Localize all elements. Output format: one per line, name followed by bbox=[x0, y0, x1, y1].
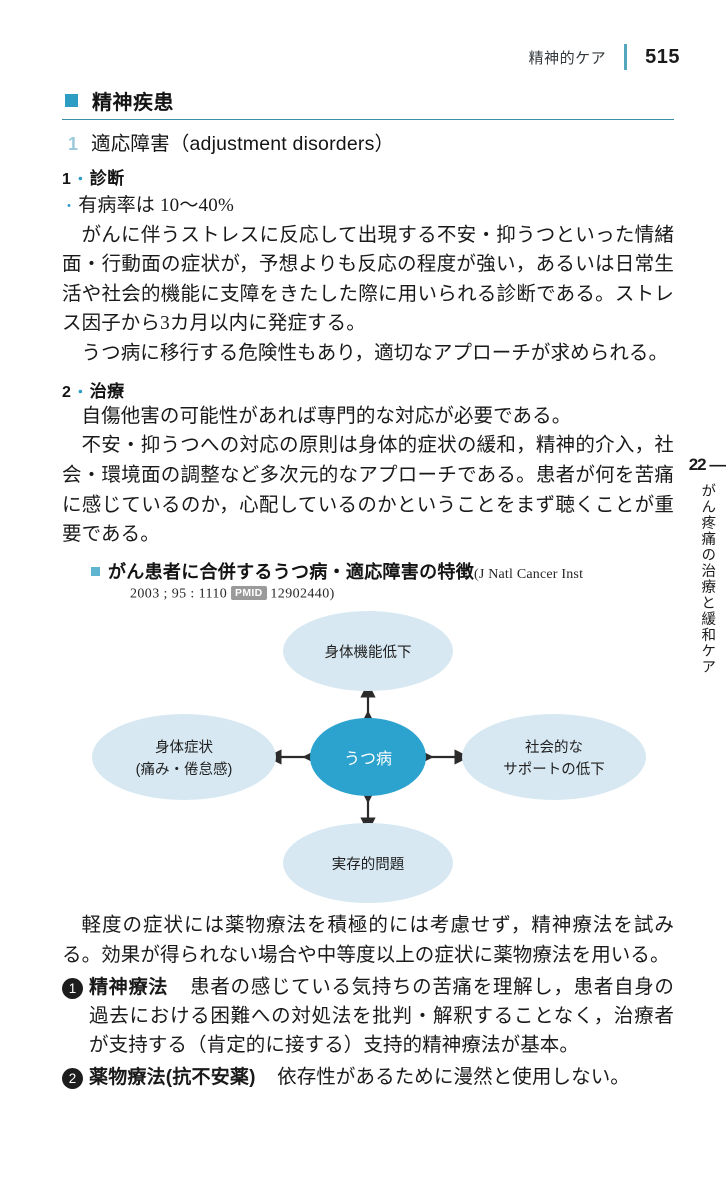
subsection-title: 適応障害（adjustment disorders） bbox=[91, 133, 395, 155]
diagram-node-top: 身体機能低下 bbox=[283, 611, 453, 692]
diagram-node-right: 社会的な サポートの低下 bbox=[462, 714, 646, 801]
diagnosis-paragraph-2: うつ病に移行する危険性もあり，適切なアプローチが求められる。 bbox=[81, 343, 669, 364]
running-head-title: 精神的ケア bbox=[528, 49, 607, 67]
node-top-label: 身体機能低下 bbox=[325, 644, 412, 661]
diagnosis-bullet-text: 有病率は 10〜40% bbox=[78, 195, 234, 216]
list-marker-2: 2 bbox=[62, 1067, 83, 1089]
node-center-label: うつ病 bbox=[344, 750, 392, 768]
pmid-value: 12902440) bbox=[270, 586, 335, 602]
list-item-2-lead: 薬物療法(抗不安薬) bbox=[89, 1066, 256, 1088]
page-content: 精神疾患 1 適応障害（adjustment disorders） 1・診断 ・… bbox=[62, 86, 674, 1092]
heading-diagnosis-dot: ・ bbox=[73, 171, 88, 187]
diagnosis-bullet: ・有病率は 10〜40% bbox=[62, 192, 674, 221]
list-item-1-text: 患者の感じている気持ちの苦痛を理解し，患者自身の過去における困難への対処法を批判… bbox=[89, 976, 674, 1057]
node-left-label-line2: (痛み・倦怠感) bbox=[136, 761, 233, 778]
closing-paragraph: 軽度の症状には薬物療法を積極的には考慮せず，精神療法を試みる。効果が得られない場… bbox=[62, 915, 674, 966]
node-left-label-line1: 身体症状 bbox=[155, 739, 213, 756]
heading-treatment-dot: ・ bbox=[73, 383, 88, 400]
side-chapter-name: がん疼痛の治療と緩和ケア bbox=[699, 483, 716, 675]
figure-bullet-square-icon bbox=[91, 566, 100, 576]
section-title: 精神疾患 bbox=[92, 92, 174, 114]
heading-treatment-number: 2 bbox=[62, 383, 72, 401]
depression-factors-diagram: 身体機能低下 身体症状 (痛み・倦怠感) 社会的な サポートの低下 実存的問題 bbox=[62, 606, 674, 911]
treatment-paragraph-1: 自傷他害の可能性があれば専門的な対応が必要である。 bbox=[81, 405, 572, 427]
section-square-icon bbox=[65, 94, 78, 107]
node-bottom-label: 実存的問題 bbox=[332, 856, 405, 873]
page-header: 精神的ケア 515 bbox=[529, 42, 680, 72]
diagnosis-paragraph-1: がんに伴うストレスに反応して出現する不安・抑うつといった情緒面・行動面の症状が，… bbox=[62, 224, 674, 335]
heading-diagnosis-number: 1 bbox=[62, 171, 72, 188]
diagram-node-left: 身体症状 (痛み・倦怠感) bbox=[92, 714, 276, 801]
list-item: 1 精神療法患者の感じている気持ちの苦痛を理解し，患者自身の過去における困難への… bbox=[62, 973, 674, 1061]
heading-treatment-label: 治療 bbox=[89, 381, 125, 401]
figure-caption-title: がん患者に合併するうつ病・適応障害の特徴 bbox=[108, 561, 474, 582]
section-header: 精神疾患 bbox=[62, 86, 674, 120]
page-number: 515 bbox=[645, 45, 680, 68]
figure-citation-detail: 2003 ; 95 : 1110 bbox=[130, 586, 228, 602]
list-marker-1: 1 bbox=[62, 977, 83, 999]
pmid-badge: PMID bbox=[231, 585, 267, 601]
treatment-paragraph-2: 不安・抑うつへの対応の原則は身体的症状の緩和，精神的介入，社会・環境面の調整など… bbox=[62, 435, 674, 546]
heading-diagnosis-label: 診断 bbox=[89, 169, 125, 188]
figure-caption-source-line2: 2003 ; 95 : 1110 PMID 12902440) bbox=[130, 585, 674, 603]
side-chapter-number: 22 — bbox=[688, 455, 726, 474]
bullet-dot-icon: ・ bbox=[62, 200, 77, 215]
header-divider-rule bbox=[624, 44, 628, 70]
subsection-header: 1 適応障害（adjustment disorders） bbox=[62, 127, 674, 156]
list-item-2-text: 依存性があるために漫然と使用しない。 bbox=[277, 1066, 630, 1088]
heading-diagnosis: 1・診断 bbox=[62, 164, 674, 189]
figure-caption: がん患者に合併するうつ病・適応障害の特徴(J Natl Cancer Inst … bbox=[91, 558, 674, 603]
node-right-label-line1: 社会的な bbox=[525, 739, 583, 756]
list-item: 2 薬物療法(抗不安薬) 依存性があるために漫然と使用しない。 bbox=[62, 1063, 674, 1093]
diagram-node-center: うつ病 bbox=[310, 718, 426, 797]
diagram-node-bottom: 実存的問題 bbox=[283, 823, 453, 904]
node-right-label-line2: サポートの低下 bbox=[503, 761, 605, 778]
list-item-2-body: 薬物療法(抗不安薬) 依存性があるために漫然と使用しない。 bbox=[89, 1063, 630, 1093]
figure-caption-source: (J Natl Cancer Inst bbox=[474, 566, 584, 582]
side-chapter-tab: 22 — がん疼痛の治療と緩和ケア bbox=[689, 455, 726, 675]
subsection-number: 1 bbox=[68, 134, 79, 154]
list-item-1-lead: 精神療法 bbox=[89, 976, 169, 998]
list-item-1-body: 精神療法患者の感じている気持ちの苦痛を理解し，患者自身の過去における困難への対処… bbox=[89, 973, 674, 1061]
diagram-arrows bbox=[266, 682, 470, 833]
heading-treatment: 2・治療 bbox=[62, 377, 674, 402]
